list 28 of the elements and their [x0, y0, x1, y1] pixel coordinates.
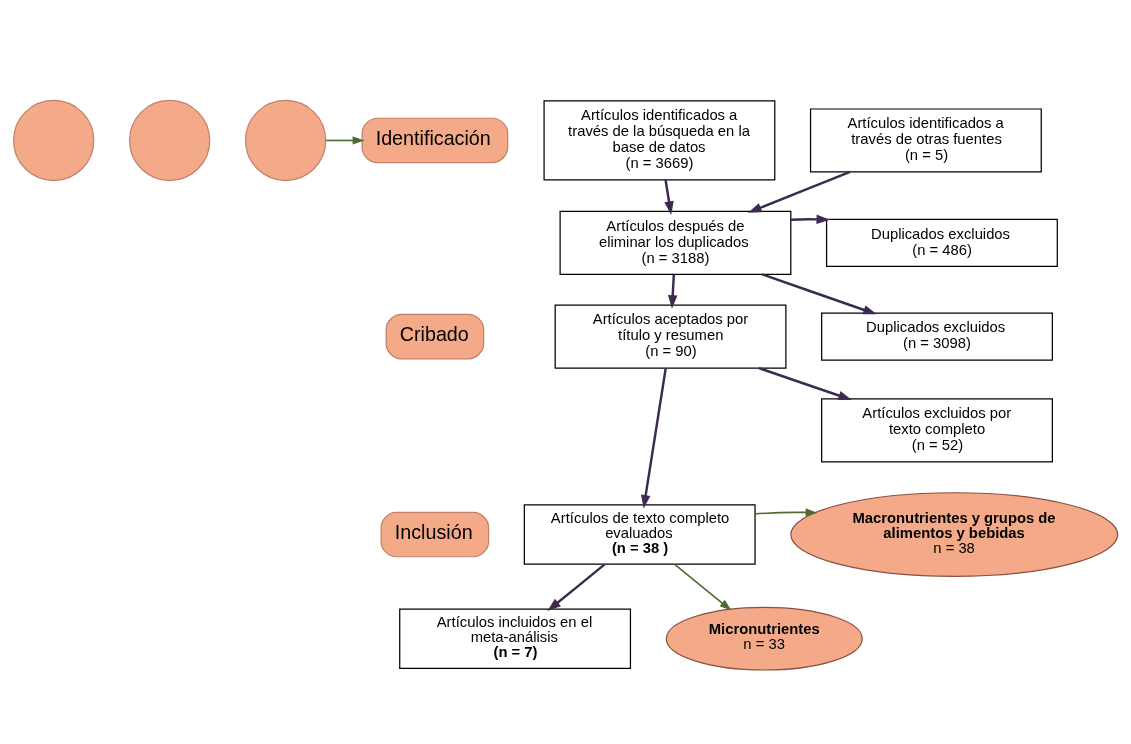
node-box: Duplicados excluidos (n = 486) — [825, 218, 1058, 267]
arrow — [758, 366, 852, 401]
arrow — [790, 214, 831, 225]
arrow — [667, 274, 678, 309]
arrow — [748, 170, 851, 213]
node-ellipse: Macronutrientes y grupos de alimentos y bebidas n = 38 — [790, 492, 1119, 577]
node-box: Artículos después de eliminar los duplicados (n = 3188) — [559, 210, 792, 275]
arrow — [673, 563, 732, 611]
node-circle — [128, 99, 211, 182]
node-box: Artículos aceptados por título y resumen (n = 90) — [554, 304, 787, 369]
arrow — [547, 563, 606, 612]
node-box: Artículos de texto completo evaluados (n = 38 ) — [523, 504, 756, 565]
node-box: Inclusión — [380, 511, 490, 558]
node-box: Artículos excluidos por texto completo (n = 52) — [821, 398, 1053, 463]
arrow — [664, 179, 674, 215]
node-box: Cribado — [385, 313, 485, 360]
node-box: Duplicados excluidos (n = 3098) — [821, 312, 1053, 361]
arrow — [641, 368, 667, 509]
node-circle — [244, 99, 327, 182]
arrow — [761, 273, 877, 315]
node-box: Artículos incluidos en el meta-análisis (n = 7) — [399, 608, 632, 669]
node-box: Artículos identificados a través de la búsqueda en la base de datos (n = 3669) — [543, 100, 776, 181]
node-box: Artículos identificados a través de otras fuentes (n = 5) — [809, 108, 1042, 173]
arrow — [325, 136, 365, 145]
arrow — [754, 508, 818, 517]
node-circle — [12, 99, 95, 182]
node-box: Identificación — [361, 117, 509, 164]
node-ellipse: Micronutrientes n = 33 — [665, 606, 863, 671]
